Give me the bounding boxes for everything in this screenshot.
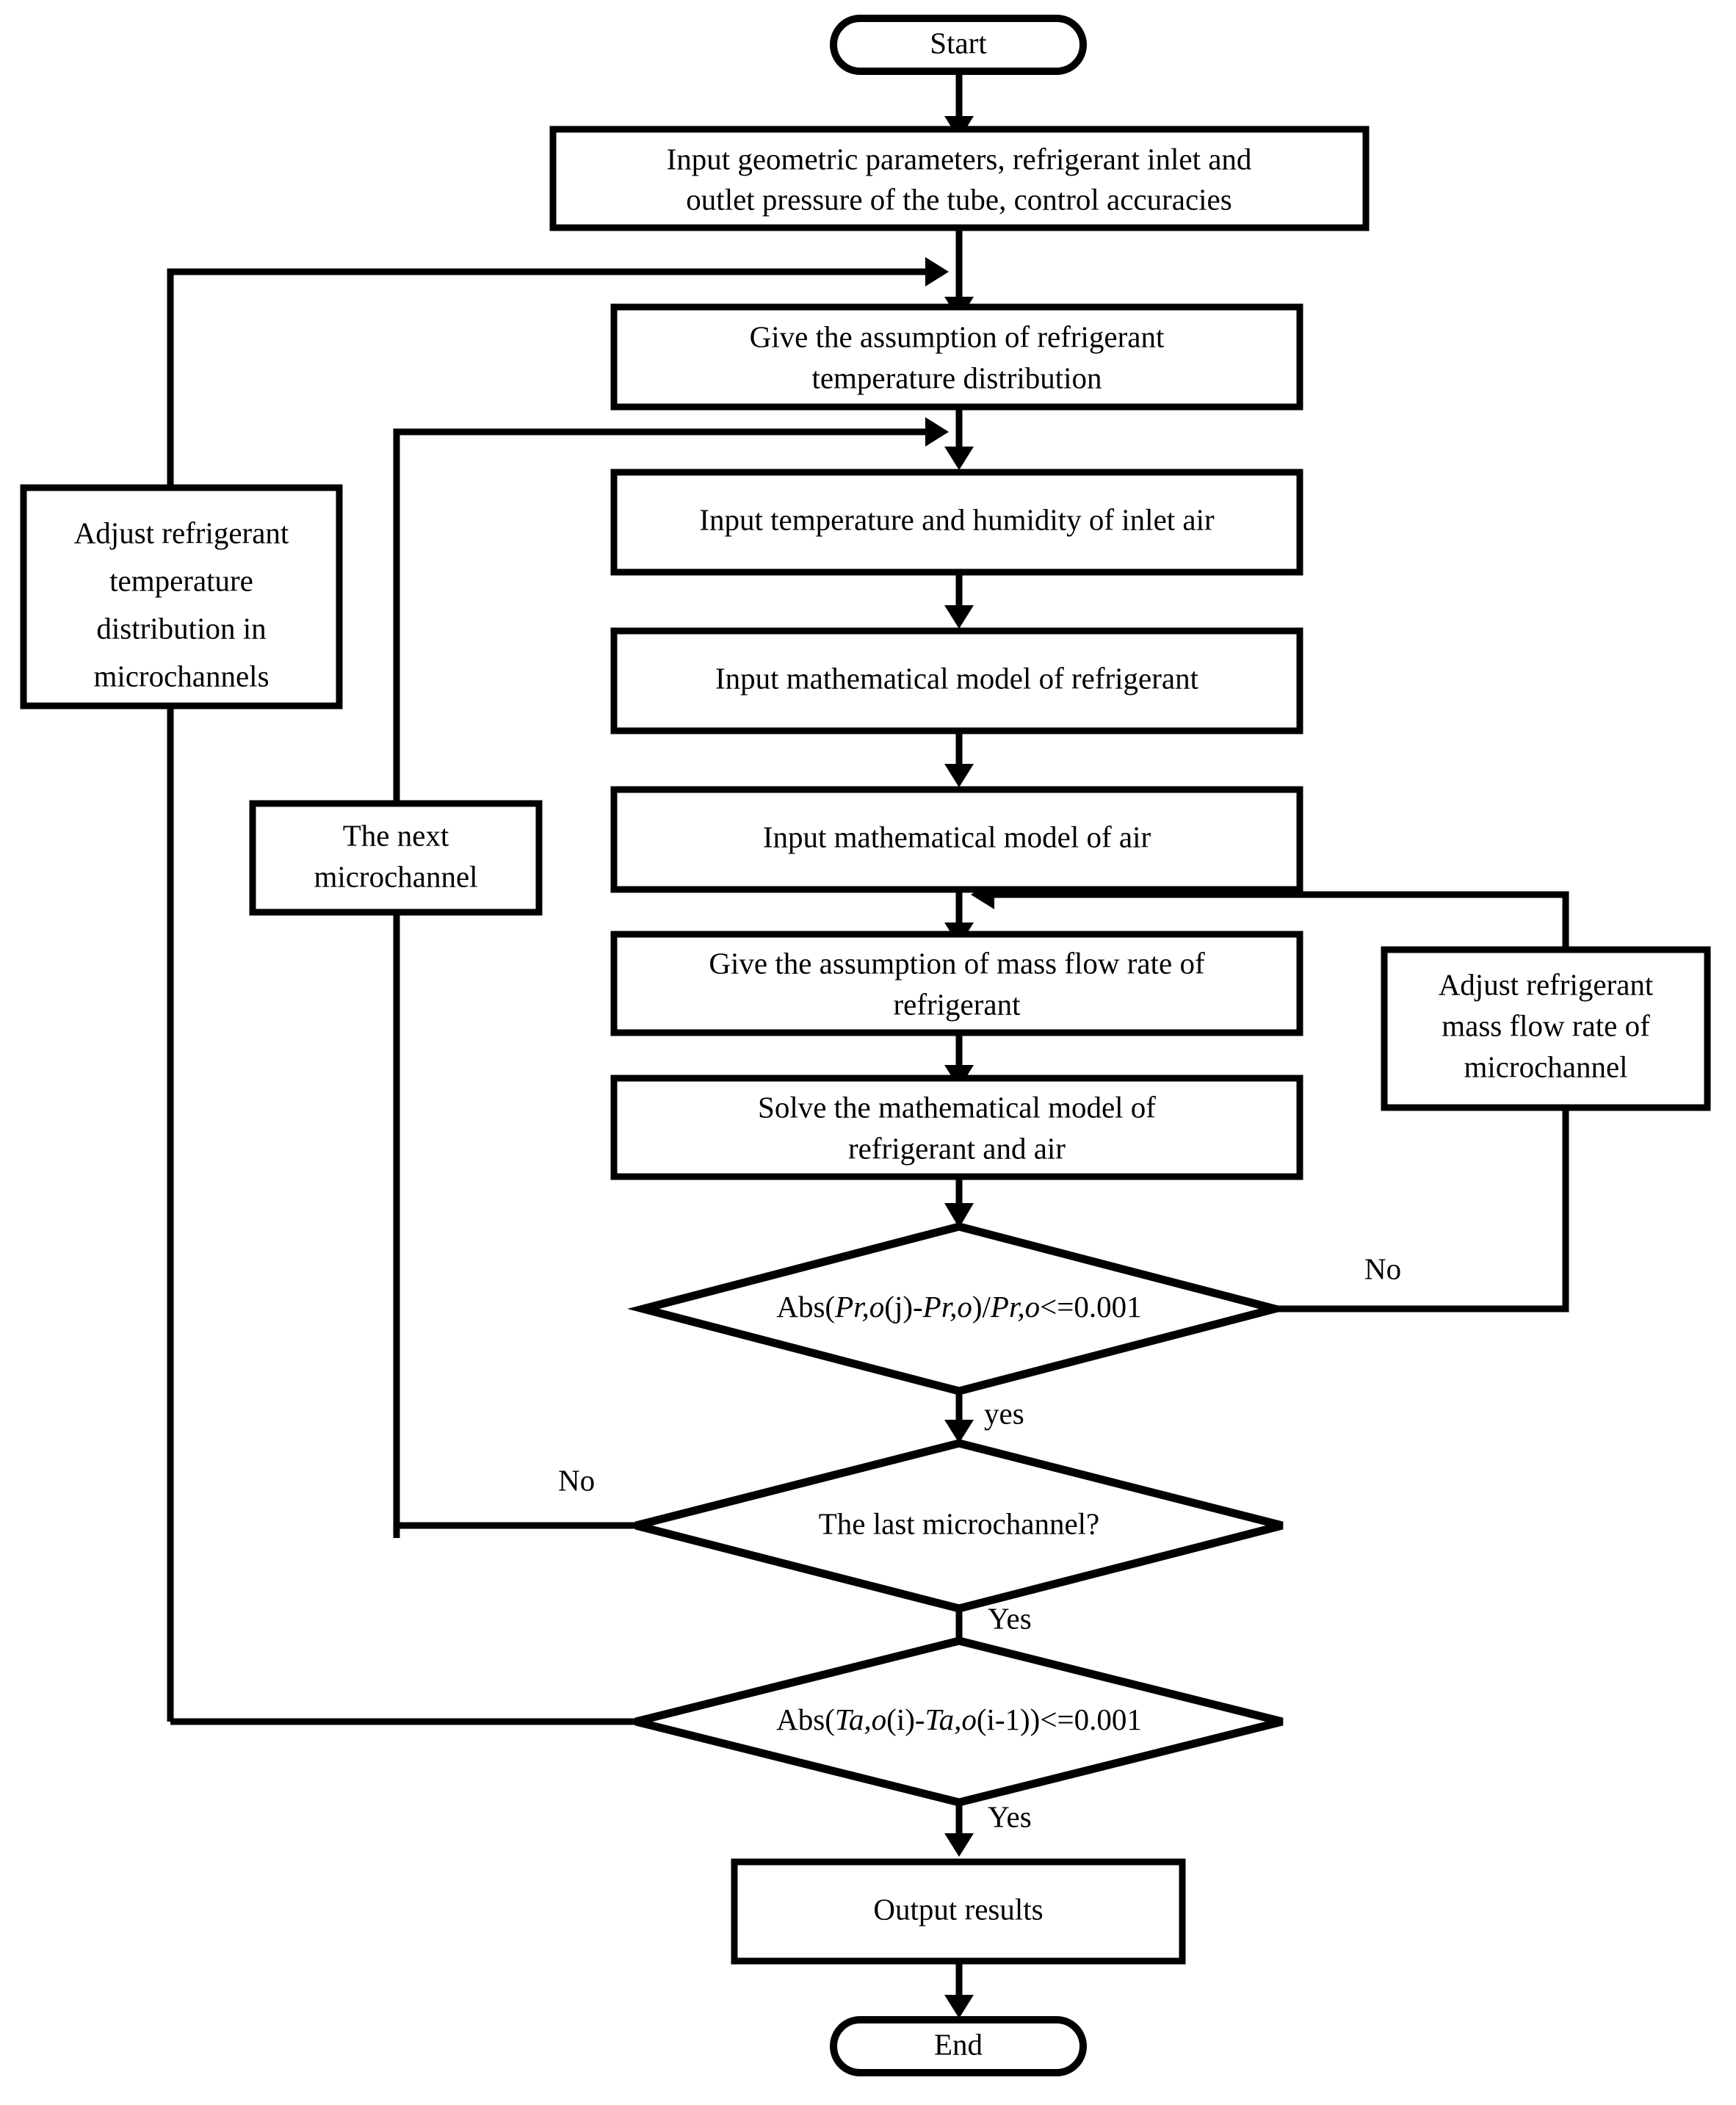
start-label: Start [930, 26, 987, 59]
next-microchannel-line2: microchannel [314, 859, 477, 893]
solve-model-shape [610, 1075, 1303, 1180]
node-decision-last[interactable]: The last microchannel? [634, 1439, 1284, 1613]
node-input-air[interactable]: Input temperature and humidity of inlet … [610, 469, 1303, 576]
assume-massflow-line1: Give the assumption of mass flow rate of [709, 946, 1205, 980]
adjust-massflow-line1: Adjust refrigerant [1439, 967, 1654, 1001]
model-air-shape [610, 786, 1303, 893]
arrowhead-input-air-to-model-refrigerant [944, 605, 974, 629]
next-microchannel-line1: The next [343, 818, 449, 852]
start-shape [830, 15, 1087, 75]
input-params-line2: outlet pressure of the tube, control acc… [686, 182, 1232, 216]
adjust-massflow-line2: mass flow rate of [1442, 1008, 1650, 1042]
node-next-microchannel[interactable]: The next microchannel [249, 800, 543, 916]
node-input-params[interactable]: Input geometric parameters, refrigerant … [549, 126, 1370, 231]
node-adjust-temp[interactable]: Adjust refrigerant temperature distribut… [20, 484, 343, 710]
assume-massflow-line2: refrigerant [894, 987, 1021, 1021]
model-air-line1: Input mathematical model of air [763, 820, 1151, 853]
edge-label-last-yes: Yes [988, 1601, 1032, 1635]
output-results-shape [731, 1858, 1186, 1965]
decision-airtemp-label: Abs(Ta,o(i)-Ta,o(i-1))<=0.001 [776, 1703, 1142, 1736]
edge-next-microchannel-rail [393, 428, 927, 1538]
node-model-refrigerant[interactable]: Input mathematical model of refrigerant [610, 627, 1303, 734]
arrowhead-solve-to-decision-pressure [944, 1203, 974, 1228]
edge-label-pressure-no: No [1364, 1252, 1401, 1285]
arrowhead-output-to-end [944, 1995, 974, 2018]
edge-label-last-no: No [558, 1463, 595, 1497]
node-output-results[interactable]: Output results [731, 1858, 1186, 1965]
adjust-temp-shape [20, 484, 343, 710]
node-solve-model[interactable]: Solve the mathematical model of refriger… [610, 1075, 1303, 1180]
node-decision-pressure[interactable]: Abs(Pr,o(j)-Pr,o)/Pr,o<=0.001 [627, 1222, 1291, 1395]
decision-last-label: The last microchannel? [819, 1506, 1100, 1540]
adjust-massflow-line3: microchannel [1464, 1050, 1627, 1083]
model-refrigerant-line1: Input mathematical model of refrigerant [715, 661, 1199, 695]
adjust-temp-line1: Adjust refrigerant [74, 516, 289, 549]
adjust-temp-line4: microchannels [93, 659, 269, 693]
input-params-line1: Input geometric parameters, refrigerant … [667, 142, 1252, 176]
decision-last-shape [634, 1439, 1284, 1613]
solve-model-line2: refrigerant and air [848, 1131, 1066, 1165]
next-microchannel-shape [249, 800, 543, 916]
model-refrigerant-shape [610, 627, 1303, 734]
decision-airtemp-shape [634, 1636, 1284, 1807]
solve-model-line1: Solve the mathematical model of [758, 1090, 1156, 1124]
edge-label-airtemp-yes: Yes [988, 1799, 1032, 1833]
assume-temp-shape [610, 303, 1303, 411]
arrowhead-assume-temp-to-input-air [944, 447, 974, 470]
output-results-line1: Output results [873, 1892, 1043, 1926]
node-assume-temp[interactable]: Give the assumption of refrigerant tempe… [610, 303, 1303, 411]
arrowhead-next-microchannel-feedback [925, 417, 949, 447]
edge-adjust-massflow-rail [993, 891, 1569, 944]
assume-massflow-shape [610, 931, 1303, 1036]
input-air-line1: Input temperature and humidity of inlet … [699, 502, 1215, 536]
node-model-air[interactable]: Input mathematical model of air [610, 786, 1303, 893]
node-adjust-massflow[interactable]: Adjust refrigerant mass flow rate of mic… [1381, 946, 1711, 1111]
input-air-shape [610, 469, 1303, 576]
arrowhead-model-refrigerant-to-model-air [944, 764, 974, 787]
arrowhead-decision-pressure-yes [944, 1420, 974, 1443]
node-start[interactable]: Start [830, 15, 1087, 75]
node-decision-airtemp[interactable]: Abs(Ta,o(i)-Ta,o(i-1))<=0.001 [634, 1636, 1284, 1807]
end-shape [830, 2016, 1087, 2076]
decision-pressure-label: Abs(Pr,o(j)-Pr,o)/Pr,o<=0.001 [776, 1290, 1141, 1324]
input-params-shape [549, 126, 1370, 231]
decision-pressure-shape [627, 1222, 1291, 1395]
node-end[interactable]: End [830, 2016, 1087, 2076]
assume-temp-line2: temperature distribution [811, 361, 1102, 394]
arrowhead-adjust-temp-feedback [925, 257, 949, 286]
node-assume-massflow[interactable]: Give the assumption of mass flow rate of… [610, 931, 1303, 1036]
edge-label-pressure-yes: yes [984, 1396, 1024, 1430]
end-label: End [934, 2027, 983, 2061]
assume-temp-line1: Give the assumption of refrigerant [750, 319, 1165, 353]
adjust-temp-line2: temperature [109, 563, 253, 597]
adjust-temp-line3: distribution in [96, 611, 266, 645]
adjust-massflow-shape [1381, 946, 1711, 1111]
arrowhead-decision-airtemp-yes [944, 1833, 974, 1857]
